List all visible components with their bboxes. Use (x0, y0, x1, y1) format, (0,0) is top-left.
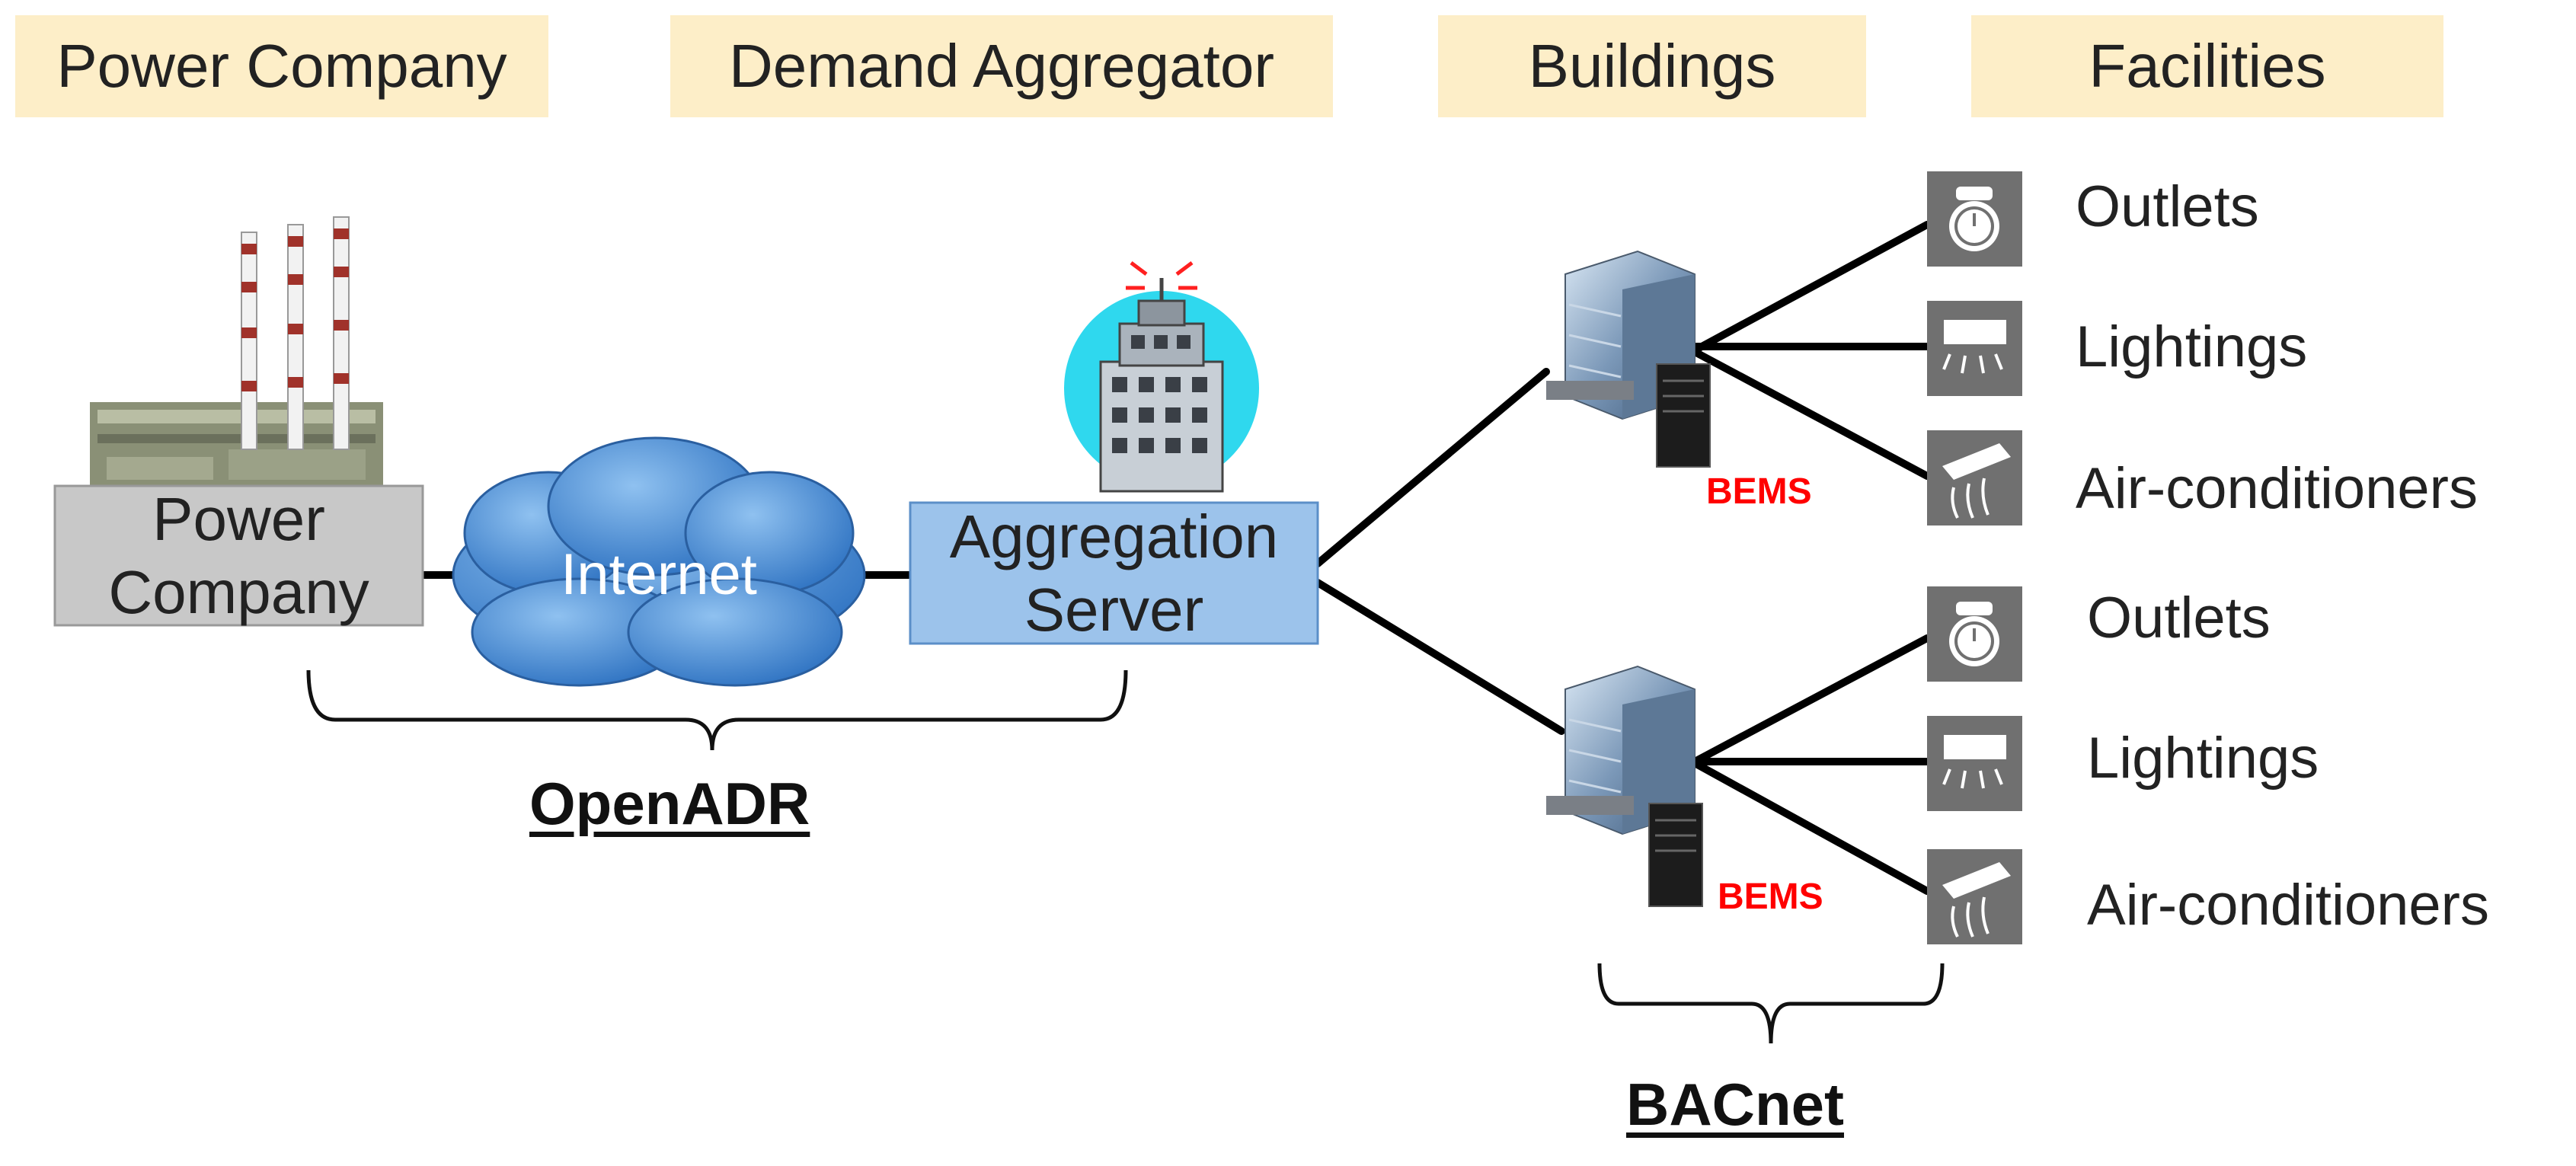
radio-building-icon (1064, 261, 1259, 493)
facility-air-conditioners-2: Air-conditioners (2087, 873, 2489, 938)
facility-lightings-1: Lightings (2076, 315, 2308, 379)
aggregation-server-box (909, 501, 1319, 645)
facility-outlets-1: Outlets (2076, 174, 2259, 239)
outlet-timer-icon (1927, 171, 2022, 267)
facility-outlets-2: Outlets (2087, 586, 2271, 650)
internet-label: Internet (561, 542, 757, 607)
facility-air-conditioners-1: Air-conditioners (2076, 456, 2478, 521)
header-facilities: Facilities (1971, 15, 2443, 117)
bems-server-icon (1656, 363, 1711, 468)
openadr-brace (306, 669, 1128, 751)
bems-label-1: BEMS (1706, 471, 1812, 512)
connection-lines (419, 221, 1931, 895)
power-company-label: Power Company (108, 484, 369, 626)
office-building-icon (1546, 665, 1695, 835)
header-buildings: Buildings (1438, 15, 1866, 117)
bems-server-icon (1648, 803, 1703, 907)
bacnet-label: BACnet (1626, 1071, 1844, 1138)
openadr-label: OpenADR (529, 770, 810, 837)
air-conditioner-icon (1927, 849, 2022, 944)
bacnet-brace (1597, 963, 1945, 1044)
bems-label-2: BEMS (1718, 877, 1823, 917)
header-power-company: Power Company (15, 15, 548, 117)
air-conditioner-icon (1927, 430, 2022, 525)
factory-smokestack-icon (90, 216, 383, 486)
power-company-box (53, 484, 424, 627)
ceiling-light-icon (1927, 301, 2022, 396)
header-demand-aggregator: Demand Aggregator (670, 15, 1333, 117)
outlet-timer-icon (1927, 586, 2022, 682)
facility-lightings-2: Lightings (2087, 726, 2319, 791)
internet-cloud (452, 436, 866, 687)
ceiling-light-icon (1927, 716, 2022, 811)
aggregation-server-label: Aggregation Server (949, 502, 1279, 644)
